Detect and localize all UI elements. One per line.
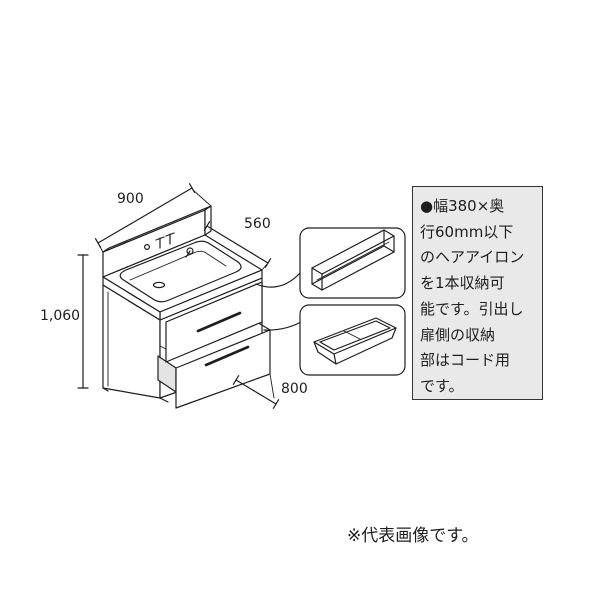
faucet-icon xyxy=(185,247,194,258)
note-line-2: 行60mm以下 xyxy=(420,222,514,241)
callout-leader-bottom xyxy=(263,321,302,331)
note-line-3: のヘアアイロン xyxy=(420,248,525,267)
cord-tray-icon xyxy=(313,317,397,365)
cabinet-plinth xyxy=(102,387,169,403)
drain-icon xyxy=(152,281,166,289)
dimension-width: 900 xyxy=(94,183,212,253)
dimension-depth: 560 xyxy=(203,216,272,271)
note-line-8: です。 xyxy=(420,376,464,395)
dimension-drawer-depth: 800 xyxy=(232,373,308,409)
callout-hair-iron-holder xyxy=(255,227,406,299)
note-line-6: 扉側の収納 xyxy=(420,325,496,344)
backsplash-knob-icon xyxy=(144,244,151,251)
note-line-1: ●幅380×奥 xyxy=(420,197,505,215)
storage-note-box: ●幅380×奥 行60mm以下 のヘアアイロン を1本収納可 能です。引出し 扉… xyxy=(412,186,543,400)
note-line-7: 部はコード用 xyxy=(420,351,511,370)
lower-drawer-handle xyxy=(204,345,250,367)
hair-iron-holder-icon xyxy=(311,229,395,291)
cabinet-interior xyxy=(157,318,271,393)
callout-leader-top xyxy=(255,271,302,288)
upper-drawer xyxy=(165,281,263,363)
upper-drawer-handle xyxy=(196,311,242,333)
sink-basin xyxy=(119,240,242,303)
faucet-lever-icon xyxy=(155,232,175,249)
dimension-height-label: 1,060 xyxy=(40,308,80,324)
dimension-drawer-depth-label: 800 xyxy=(281,381,308,397)
dimension-height: 1,060 xyxy=(40,254,89,389)
note-line-5: 能です。引出し xyxy=(420,299,524,318)
note-line-4: を1本収納可 xyxy=(420,274,505,293)
dimension-width-label: 900 xyxy=(117,191,144,207)
dimension-depth-label: 560 xyxy=(244,216,271,232)
representative-image-caption: ※代表画像です。 xyxy=(347,526,479,546)
callout-cord-tray xyxy=(263,304,406,376)
